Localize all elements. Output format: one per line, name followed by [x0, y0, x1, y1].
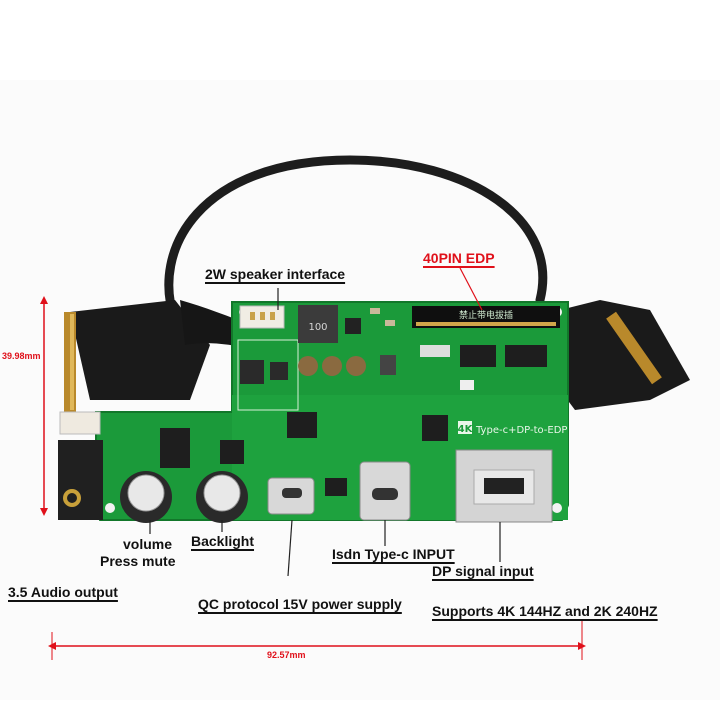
- label-backlight: Backlight: [191, 533, 255, 549]
- label-40pin-edp: 40PIN EDP: [423, 250, 495, 266]
- right-ribbon-cable: [560, 300, 690, 410]
- right-edp-connector: [606, 311, 662, 385]
- label-audio-output: 3.5 Audio output: [8, 584, 118, 600]
- label-supports-refresh: Supports 4K 144HZ and 2K 240HZ: [432, 603, 658, 619]
- label-qc-power-supply: QC protocol 15V power supply: [198, 596, 402, 612]
- label-dp-signal-input: DP signal input: [432, 563, 534, 579]
- label-press-mute: Press mute: [100, 553, 176, 569]
- label-width-dimension: 92.57mm: [267, 650, 306, 660]
- label-speaker-interface: 2W speaker interface: [205, 266, 346, 282]
- silk-4k: 4K: [458, 424, 474, 435]
- main-chip: [422, 415, 448, 441]
- inductor-mark: 100: [308, 322, 327, 333]
- audio-jack: [58, 440, 103, 520]
- left-ribbon-cable: [70, 300, 210, 400]
- silk-type-c-dp-edp: Type-c+DP-to-EDP: [475, 425, 567, 436]
- inductor: [298, 305, 338, 343]
- no-hotplug-silkscreen: 禁止带电拔插: [459, 309, 513, 321]
- label-type-c-input: Isdn Type-c INPUT: [332, 546, 455, 562]
- cable-loop: [164, 155, 548, 325]
- label-height-dimension: 39.98mm: [2, 351, 41, 361]
- label-volume: volume: [123, 536, 173, 552]
